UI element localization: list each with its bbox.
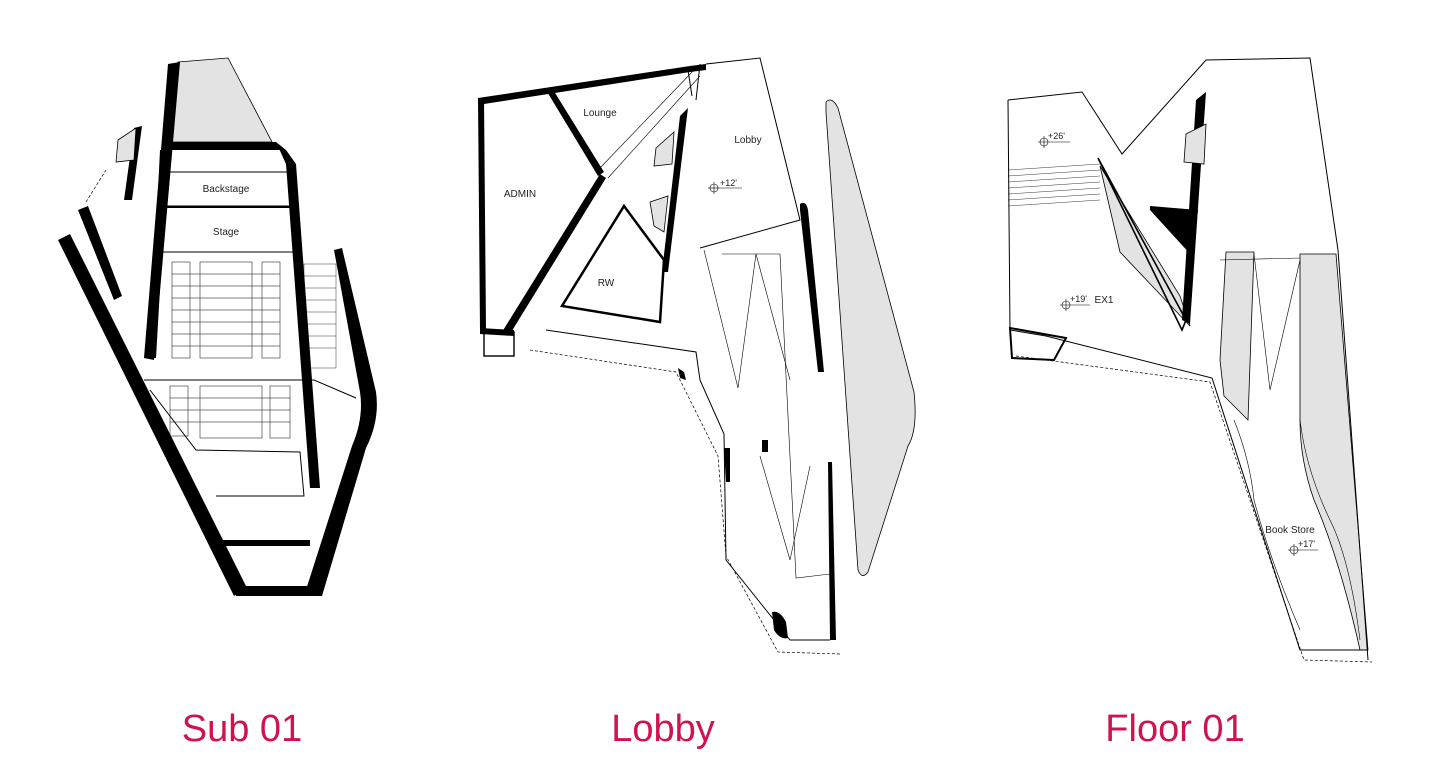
elevation-marker-17: +17' (1288, 539, 1318, 556)
elevation-marker-19: +19' (1060, 294, 1090, 311)
room-label-book-store: Book Store (1265, 525, 1315, 536)
elevation-label: +17' (1298, 539, 1315, 549)
stage-wall-right (276, 142, 320, 488)
admin-wall-left (478, 98, 486, 330)
plan-sub-01: Backstage Stage (58, 57, 377, 596)
stairs (1007, 163, 1101, 207)
stair-wall (124, 126, 142, 200)
outer-wall-left (58, 234, 246, 596)
room-label-backstage: Backstage (203, 184, 250, 195)
room-label-lounge: Lounge (583, 108, 617, 119)
rw-room (559, 203, 666, 324)
stage-wall-left (150, 150, 168, 358)
shaded-area (171, 57, 273, 143)
room-label-rw: RW (598, 278, 615, 289)
rw-wall (662, 108, 688, 272)
elevation-label: +19' (1070, 294, 1087, 304)
lounge-wall (546, 88, 604, 176)
room-label-ex1: EX1 (1095, 295, 1114, 306)
room-label-stage: Stage (213, 227, 240, 238)
plan-lobby: Lounge Lobby ADMIN RW +12' (478, 57, 916, 655)
shaded-area (1219, 251, 1255, 421)
caption-lobby: Lobby (611, 708, 715, 750)
shaded-area-2 (1299, 253, 1369, 651)
caption-sub-01: Sub 01 (181, 708, 303, 750)
admin-wall-diagonal (502, 174, 606, 334)
seating-upper (171, 261, 281, 359)
caption-floor-01: Floor 01 (1105, 708, 1245, 750)
elevation-marker: +12' (708, 178, 742, 194)
elevation-marker-26: +26' (1038, 131, 1070, 148)
stair-block (1008, 326, 1068, 362)
plan-floor-01: EX1 Book Store +26' +19' +17' (1007, 57, 1373, 663)
room-label-admin: ADMIN (504, 189, 536, 200)
shaded-area (825, 99, 916, 576)
outer-wall-bottom (232, 586, 322, 596)
elevation-label: +26' (1048, 131, 1065, 141)
stair-wall-2 (78, 206, 122, 300)
elevation-label: +12' (720, 178, 737, 188)
outer-wall-right (304, 248, 377, 596)
inner-wall-bottom (214, 540, 310, 546)
floor-wall-2 (1150, 206, 1198, 256)
admin-wall-top (478, 64, 706, 104)
stage-wall-top (168, 142, 282, 150)
room-label-lobby: Lobby (734, 135, 761, 146)
lobby-wall-right (800, 202, 824, 372)
seating-lower (169, 385, 291, 439)
stairs (303, 263, 337, 369)
